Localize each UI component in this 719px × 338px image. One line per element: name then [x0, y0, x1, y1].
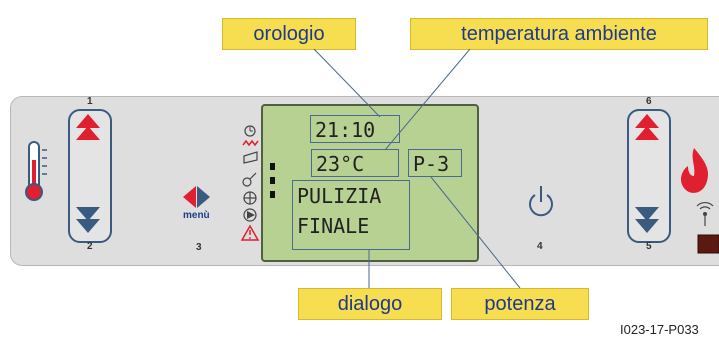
label-dialogo: dialogo	[298, 288, 442, 320]
lcd-dialog-box: PULIZIA FINALE	[292, 180, 410, 250]
clock-status-icon	[244, 125, 256, 137]
left-bottom-number: 2	[87, 241, 93, 252]
lcd-indicator-bars	[270, 163, 275, 198]
fan-status-icon	[243, 191, 257, 205]
label-orologio: orologio	[222, 18, 356, 50]
receiver-window	[697, 234, 719, 254]
flame-icon	[681, 148, 709, 193]
heater-status-icon	[242, 139, 259, 147]
left-up-arrow-icon	[76, 114, 100, 140]
figure-code: I023-17-P033	[620, 322, 699, 337]
right-top-number: 6	[646, 96, 652, 107]
lcd-temperature-value: 23°C	[311, 149, 399, 177]
menu-left-right-icon	[183, 186, 210, 208]
pump-status-icon	[243, 208, 257, 222]
left-top-number: 1	[87, 96, 93, 107]
lcd-clock-value: 21:10	[310, 115, 400, 143]
potenza-connector	[430, 176, 521, 289]
fan-duct-status-icon	[243, 151, 258, 164]
lcd-power-value: P-3	[408, 149, 462, 177]
lcd-display	[261, 104, 479, 262]
lcd-message-line1: PULIZIA	[297, 184, 382, 208]
label-temperatura-ambiente: temperatura ambiente	[410, 18, 708, 50]
temperatura-connector	[384, 48, 471, 151]
warning-status-icon	[240, 224, 260, 241]
thermometer-icon	[25, 141, 47, 201]
right-down-arrow-icon	[635, 207, 659, 233]
right-bottom-number: 5	[646, 241, 652, 252]
antenna-icon	[696, 202, 714, 226]
power-button-number: 4	[537, 241, 543, 252]
auger-status-icon	[242, 172, 257, 187]
right-up-arrow-icon	[635, 114, 659, 140]
orologio-connector	[313, 48, 381, 118]
lcd-message-line2: FINALE	[297, 214, 370, 238]
left-down-arrow-icon	[76, 207, 100, 233]
menu-number: 3	[196, 242, 202, 253]
power-button-icon	[529, 186, 553, 217]
label-potenza: potenza	[451, 288, 589, 320]
menu-label: menù	[183, 210, 210, 221]
